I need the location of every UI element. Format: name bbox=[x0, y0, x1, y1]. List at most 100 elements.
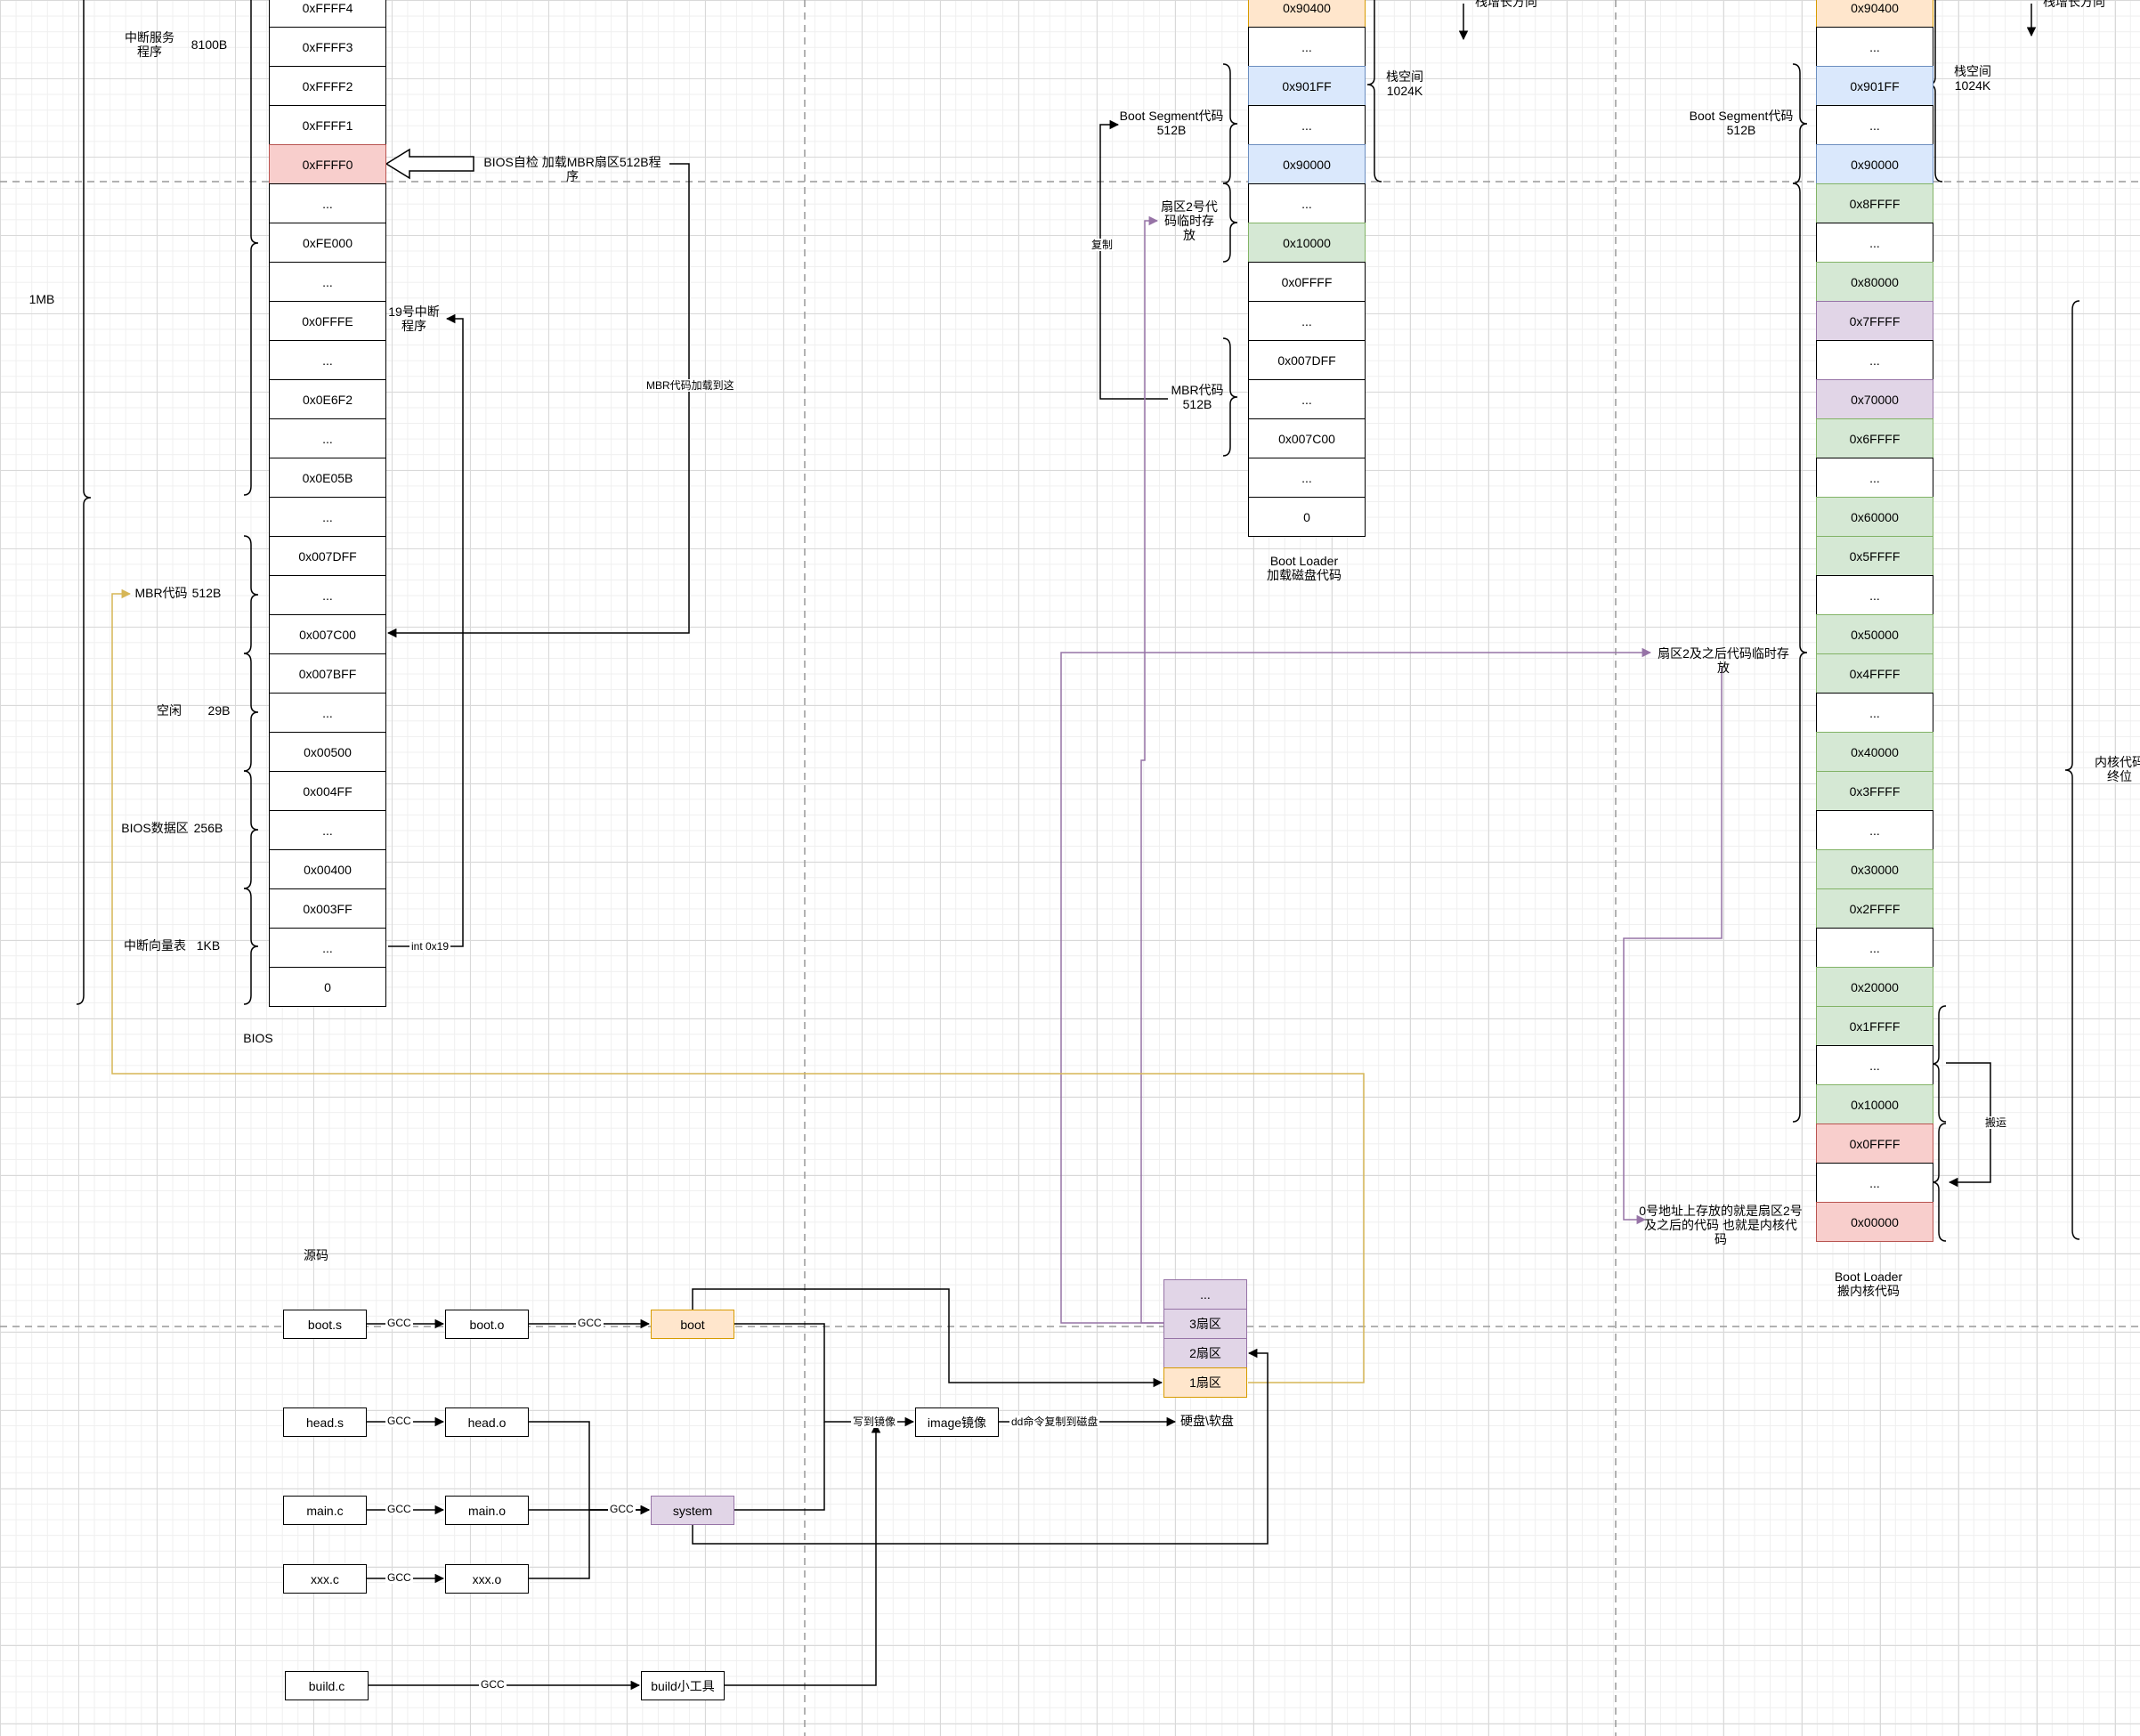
loader2-cell: 0x80000 bbox=[1816, 262, 1933, 302]
bios-cell: 0x004FF bbox=[269, 771, 386, 811]
source-file-box: boot.s bbox=[283, 1310, 367, 1339]
int19-label: 19号中断 程序 bbox=[388, 304, 440, 333]
boot-image-arrow bbox=[734, 1323, 915, 1427]
free-label: 空闲 bbox=[157, 703, 182, 718]
loader1-cell: 0x007C00 bbox=[1248, 418, 1366, 458]
boot-binary-box: boot bbox=[651, 1310, 734, 1339]
loader2-cell: 0x90000 bbox=[1816, 144, 1933, 184]
gcc-compile-label: GCC bbox=[385, 1571, 413, 1584]
sector2-temp-arrow bbox=[1140, 215, 1164, 1324]
loader2-cell: 0x2FFFF bbox=[1816, 888, 1933, 929]
loader2-dst-brace bbox=[1931, 1123, 1947, 1242]
copy-label: 复制 bbox=[1090, 239, 1115, 251]
free-brace bbox=[243, 653, 259, 772]
loader2-cell: 0x50000 bbox=[1816, 614, 1933, 654]
bios-cell: ... bbox=[269, 693, 386, 733]
selfcheck-label: BIOS自检 加载MBR扇区512B程序 bbox=[483, 155, 661, 183]
ivt-size: 1KB bbox=[196, 938, 221, 953]
ivt-label: 中断向量表 bbox=[124, 938, 186, 953]
disk-label: 硬盘\软盘 bbox=[1180, 1414, 1234, 1428]
loader1-cell: ... bbox=[1248, 379, 1366, 419]
object-file-box: head.o bbox=[445, 1407, 529, 1437]
image-box: image镜像 bbox=[915, 1407, 999, 1437]
loader2-cell: ... bbox=[1816, 1045, 1933, 1085]
loader2-cell: ... bbox=[1816, 1163, 1933, 1203]
total-brace bbox=[76, 0, 92, 1005]
loader2-stack-label: 栈空间 1024K bbox=[1954, 64, 1991, 93]
loader2-src-brace bbox=[1931, 1005, 1947, 1123]
kernel-note: 0号地址上存放的就是扇区2号 及之后的代码 也就是内核代 码 bbox=[1639, 1204, 1803, 1246]
loader2-cell: 0x0FFFF bbox=[1816, 1124, 1933, 1164]
loader1-cell: 0x90400 bbox=[1248, 0, 1366, 28]
selfcheck-arrow bbox=[385, 148, 474, 180]
move-label: 搬运 bbox=[1983, 1116, 2009, 1129]
bios-cell: ... bbox=[269, 418, 386, 458]
loader1-stack-brace bbox=[1366, 0, 1382, 183]
loader2-cell: ... bbox=[1816, 105, 1933, 145]
disk-sector-cell: 2扇区 bbox=[1163, 1338, 1247, 1368]
bios-cell: ... bbox=[269, 183, 386, 223]
source-file-box: main.c bbox=[283, 1496, 367, 1525]
system-link-arrow bbox=[529, 1421, 651, 1515]
system-sector2-arrow bbox=[692, 1348, 1269, 1545]
loader2-bootseg-label: Boot Segment代码 512B bbox=[1689, 109, 1794, 137]
source-file-box: head.s bbox=[283, 1407, 367, 1437]
loader2-caption: Boot Loader 搬内核代码 bbox=[1834, 1270, 1903, 1298]
bios-cell: 0x0FFFE bbox=[269, 301, 386, 341]
build-image-arrow bbox=[725, 1423, 881, 1686]
mbr-size: 512B bbox=[191, 586, 222, 600]
loader2-cell: ... bbox=[1816, 27, 1933, 67]
isr-label: 中断服务 程序 bbox=[125, 30, 174, 59]
loader1-cell: 0x10000 bbox=[1248, 223, 1366, 263]
loader2-cell: ... bbox=[1816, 575, 1933, 615]
loader2-stack-dir: 栈增长方向 bbox=[2043, 0, 2105, 9]
loader1-caption: Boot Loader 加载磁盘代码 bbox=[1267, 554, 1342, 582]
mbr-load-label: MBR代码加载到这 bbox=[644, 379, 736, 392]
bios-cell: 0x007C00 bbox=[269, 614, 386, 654]
kernel-right-brace bbox=[2064, 300, 2080, 1240]
kernel-right-label: 内核代码 终位 bbox=[2095, 755, 2140, 783]
loader2-cell: ... bbox=[1816, 810, 1933, 850]
object-file-box: main.o bbox=[445, 1496, 529, 1525]
ivt-brace bbox=[243, 888, 259, 1005]
bios-data-size: 256B bbox=[193, 821, 223, 835]
bios-cell: ... bbox=[269, 262, 386, 302]
loader2-cell: 0x20000 bbox=[1816, 967, 1933, 1007]
loader2-cell: 0x7FFFF bbox=[1816, 301, 1933, 341]
loader1-mbr-label: MBR代码 512B bbox=[1171, 383, 1224, 411]
loader1-cell: 0x90000 bbox=[1248, 144, 1366, 184]
loader1-mbr-brace bbox=[1222, 337, 1238, 457]
disk-sector-cell: ... bbox=[1163, 1279, 1247, 1310]
bios-cell: 0xFFFF1 bbox=[269, 105, 386, 145]
build-c-box: build.c bbox=[285, 1671, 369, 1700]
mbr-sector-arrow bbox=[111, 588, 1365, 1383]
loader1-cell: ... bbox=[1248, 301, 1366, 341]
bios-cell: 0x0E05B bbox=[269, 458, 386, 498]
loader1-cell: ... bbox=[1248, 105, 1366, 145]
mbr-load-arrow bbox=[386, 163, 690, 638]
loader1-cell: ... bbox=[1248, 27, 1366, 67]
copy-arrow bbox=[1099, 119, 1168, 400]
mbr-brace bbox=[243, 535, 259, 654]
loader2-cell: 0x1FFFF bbox=[1816, 1006, 1933, 1046]
loader2-cell: ... bbox=[1816, 223, 1933, 263]
loader2-temp-label: 扇区2及之后代码临时存放 bbox=[1658, 646, 1789, 675]
bios-cell: 0x007BFF bbox=[269, 653, 386, 694]
loader2-cell: 0x901FF bbox=[1816, 66, 1933, 106]
system-link-arrow bbox=[529, 1505, 651, 1579]
loader2-cell: 0x70000 bbox=[1816, 379, 1933, 419]
loader1-cell: 0 bbox=[1248, 497, 1366, 537]
loader1-stack-label: 栈空间 1024K bbox=[1386, 69, 1423, 98]
loader2-cell: ... bbox=[1816, 458, 1933, 498]
bios-cell: 0x007DFF bbox=[269, 536, 386, 576]
system-image-line bbox=[734, 1422, 825, 1511]
loader1-bootseg-label: Boot Segment代码 512B bbox=[1119, 109, 1224, 137]
kernel-note-arrow bbox=[1623, 668, 1723, 1225]
bios-caption: BIOS bbox=[243, 1031, 273, 1045]
build-tool-box: build小工具 bbox=[641, 1671, 725, 1700]
free-size: 29B bbox=[207, 703, 231, 718]
loader1-stack-dir: 栈增长方向 bbox=[1475, 0, 1537, 9]
loader1-temp-label: 扇区2号代 码临时存 放 bbox=[1161, 199, 1218, 242]
bios-cell: 0x00400 bbox=[269, 849, 386, 889]
